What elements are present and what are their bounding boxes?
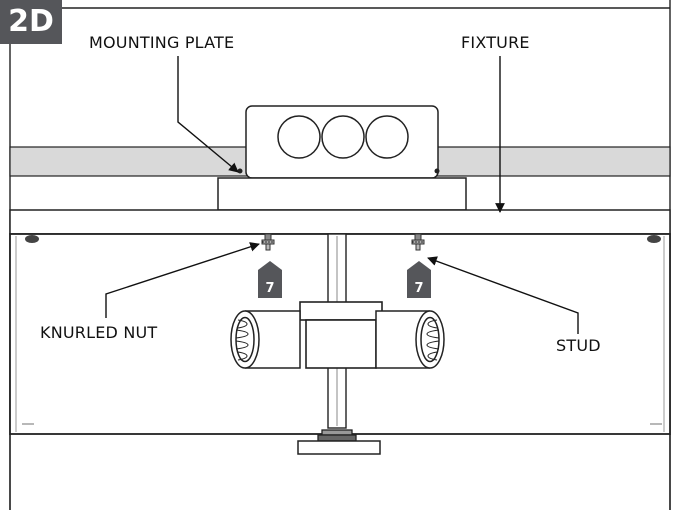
bottom-finial <box>297 429 381 455</box>
fixture-top-strip <box>9 209 671 235</box>
lamp-socket-left <box>230 310 301 369</box>
step-badge: 2D <box>0 0 62 44</box>
callout-number-right: 7 <box>414 281 423 296</box>
stud-left <box>261 233 275 251</box>
mounting-plate <box>217 177 467 211</box>
stud-right <box>411 233 425 251</box>
callout-badge-left: 7 <box>258 261 282 298</box>
label-knurled-nut: KNURLED NUT <box>40 323 158 342</box>
callout-number-left: 7 <box>265 281 274 296</box>
center-hub <box>299 301 383 369</box>
lamp-socket-right <box>375 310 445 369</box>
leader-mounting-plate <box>177 56 239 173</box>
leader-lines <box>105 56 579 334</box>
label-stud: STUD <box>556 336 601 355</box>
leader-stud <box>427 256 579 334</box>
junction-box <box>237 105 440 179</box>
callout-badge-right: 7 <box>407 261 431 298</box>
center-stem <box>327 233 347 429</box>
label-mounting-plate: MOUNTING PLATE <box>89 33 235 52</box>
lower-frame <box>9 434 671 510</box>
leader-knurled-nut <box>105 242 260 318</box>
label-fixture: FIXTURE <box>461 33 530 52</box>
